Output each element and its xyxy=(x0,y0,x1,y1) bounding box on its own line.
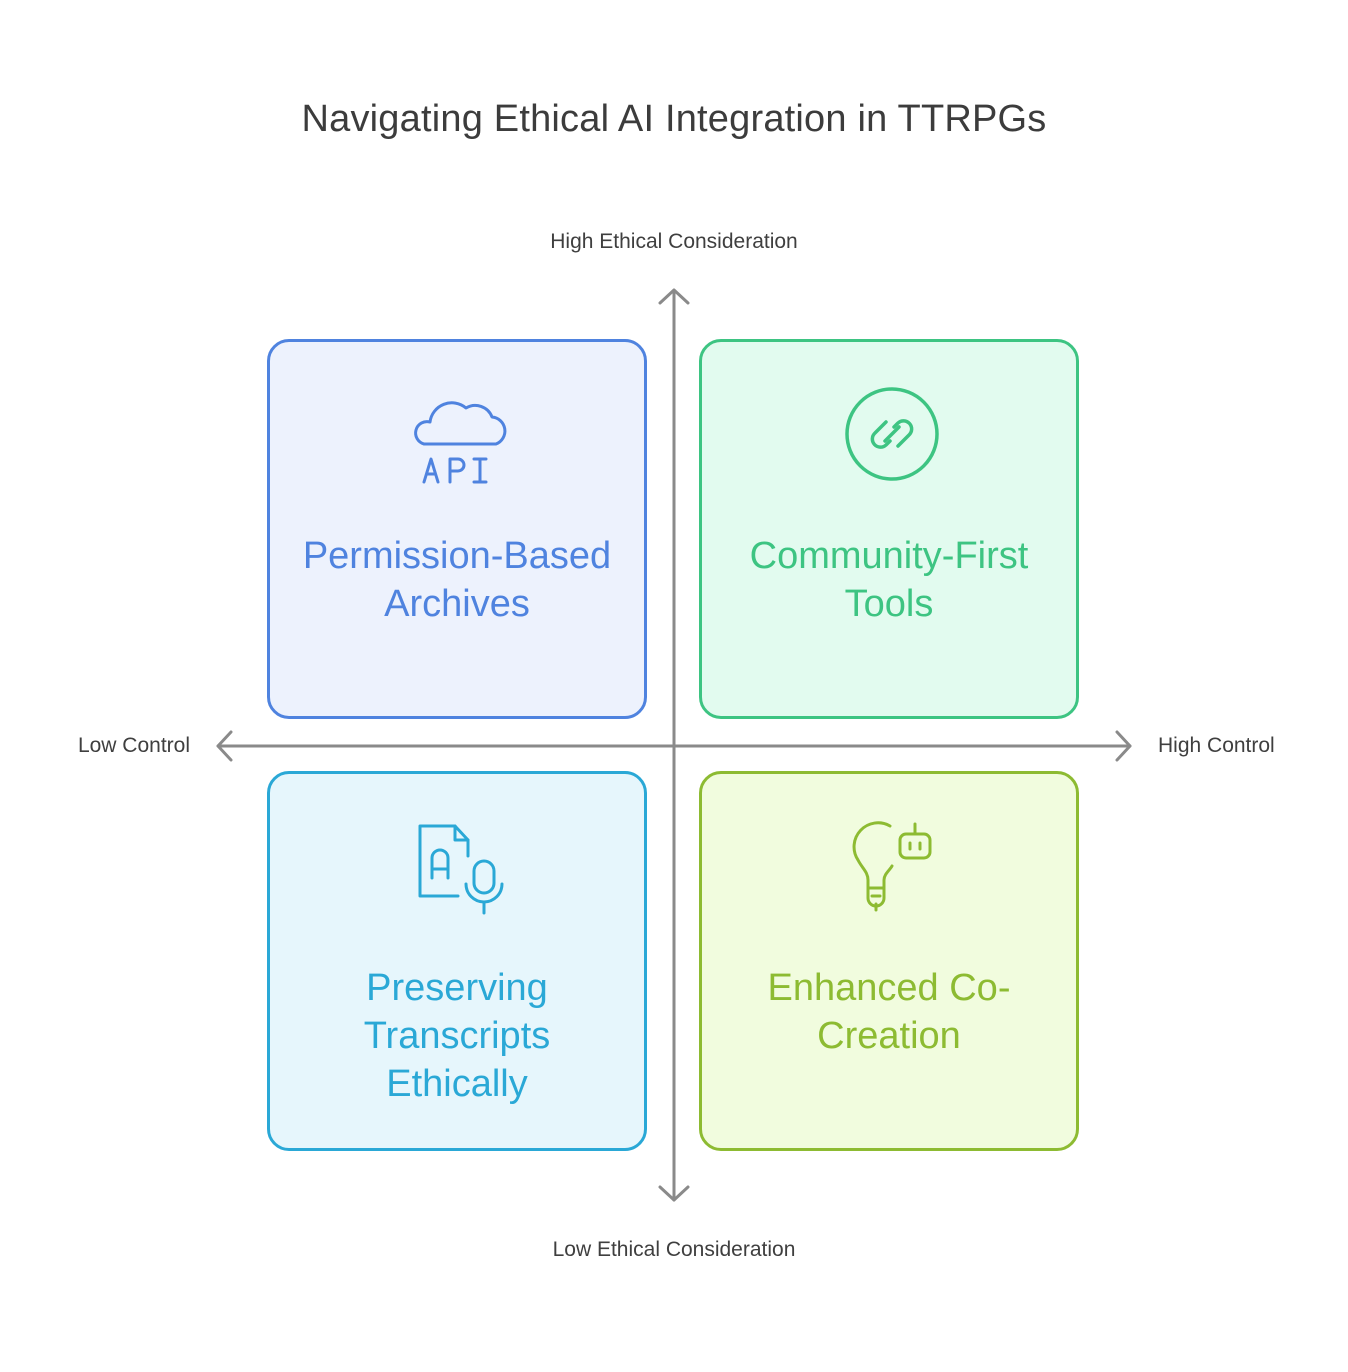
document-microphone-icon xyxy=(418,824,504,915)
quadrant-label: Preserving Transcripts Ethically xyxy=(280,964,634,1108)
link-circle-icon xyxy=(845,387,939,481)
axis-label-top: High Ethical Consideration xyxy=(550,230,798,253)
arrow-left-icon xyxy=(216,730,233,762)
cloud-api-icon xyxy=(414,401,507,484)
quadrant-preserving-transcripts-ethically: Preserving Transcripts Ethically xyxy=(267,771,647,1151)
label-line: Ethically xyxy=(386,1063,528,1105)
axis-label-right: High Control xyxy=(1158,734,1275,757)
label-line: Archives xyxy=(384,583,530,625)
diagram-title: Navigating Ethical AI Integration in TTR… xyxy=(301,98,1047,140)
quadrant-community-first-tools: Community-First Tools xyxy=(699,339,1079,719)
lightbulb-robot-icon xyxy=(852,821,932,912)
arrow-down-icon xyxy=(658,1185,690,1202)
label-line: Tools xyxy=(844,583,934,625)
axis-label-left: Low Control xyxy=(77,734,190,757)
arrow-right-icon xyxy=(1115,730,1132,762)
arrow-up-icon xyxy=(658,288,690,305)
quadrant-label: Permission-Based Archives xyxy=(280,532,634,628)
label-line: Preserving xyxy=(366,967,548,1009)
label-line: Community-First xyxy=(749,535,1029,577)
label-line: Permission-Based xyxy=(302,535,612,577)
label-line: Creation xyxy=(817,1015,961,1057)
label-line: Enhanced Co- xyxy=(767,967,1011,1009)
axis-label-bottom: Low Ethical Consideration xyxy=(552,1238,796,1261)
quadrant-label: Community-First Tools xyxy=(712,532,1066,628)
quadrant-label: Enhanced Co- Creation xyxy=(712,964,1066,1060)
label-line: Transcripts xyxy=(363,1015,551,1057)
quadrant-permission-based-archives: Permission-Based Archives xyxy=(267,339,647,719)
quadrant-enhanced-co-creation: Enhanced Co- Creation xyxy=(699,771,1079,1151)
